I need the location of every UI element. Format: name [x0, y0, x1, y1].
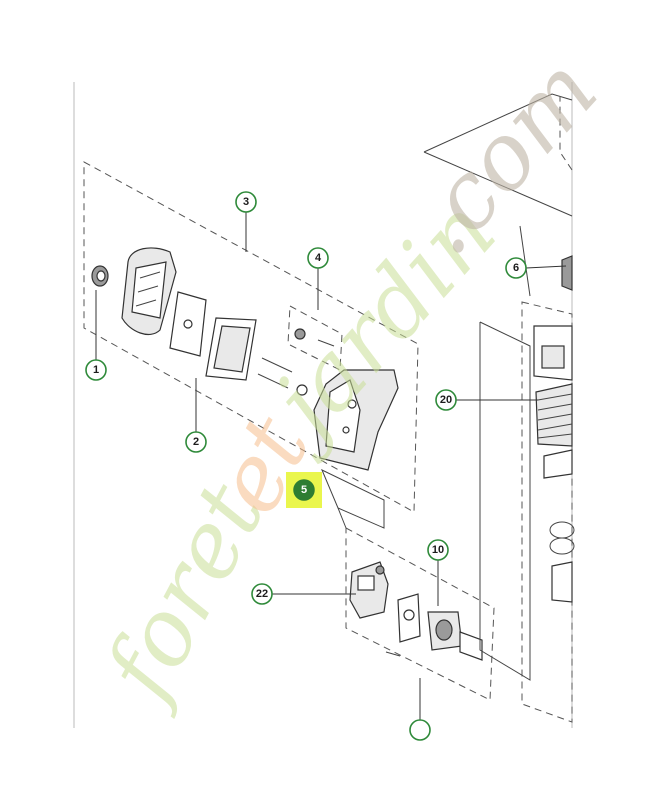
bolts-part: [257, 328, 335, 396]
solid-link-outline: [321, 468, 385, 529]
callout-2[interactable]: 2: [185, 431, 207, 453]
filter-element-part: [169, 291, 257, 381]
callout-20[interactable]: 20: [435, 389, 457, 411]
callout-3-label: 3: [243, 196, 249, 208]
callout-6[interactable]: 6: [505, 257, 527, 279]
callout-22[interactable]: 22: [251, 583, 273, 605]
callout-4[interactable]: 4: [307, 247, 329, 269]
carburetor-part: [349, 561, 389, 619]
callout-partial-bottom: [409, 719, 431, 741]
cylinder-bracket-line: [479, 321, 531, 681]
callout-2-label: 2: [193, 436, 199, 448]
callout-1[interactable]: 1: [85, 359, 107, 381]
air-filter-group-outline: [83, 161, 419, 513]
screw-group-outline: [287, 305, 343, 371]
leader-lines: [95, 212, 567, 720]
callout-10[interactable]: 10: [427, 539, 449, 561]
callout-6-label: 6: [513, 262, 519, 274]
cylinder-group-outline: [521, 301, 573, 723]
engine-housing-part: [423, 93, 573, 297]
carburetor-group-outline: [345, 527, 495, 701]
knob-part: [91, 265, 109, 287]
callout-3[interactable]: 3: [235, 191, 257, 213]
cylinder-part: [533, 325, 575, 603]
callout-5-label: 5: [301, 484, 307, 496]
air-filter-cover-part: [121, 247, 177, 335]
callout-5-highlighted[interactable]: 5: [286, 472, 322, 508]
callout-1-label: 1: [93, 364, 99, 376]
carb-screw: [385, 651, 401, 657]
callout-4-label: 4: [315, 252, 322, 264]
filter-housing-part: [313, 369, 399, 471]
gasket-intake-part: [397, 593, 483, 661]
part-6-fitting: [561, 255, 573, 291]
callout-10-label: 10: [432, 544, 444, 556]
callout-20-label: 20: [440, 394, 452, 406]
callout-22-label: 22: [256, 588, 268, 600]
